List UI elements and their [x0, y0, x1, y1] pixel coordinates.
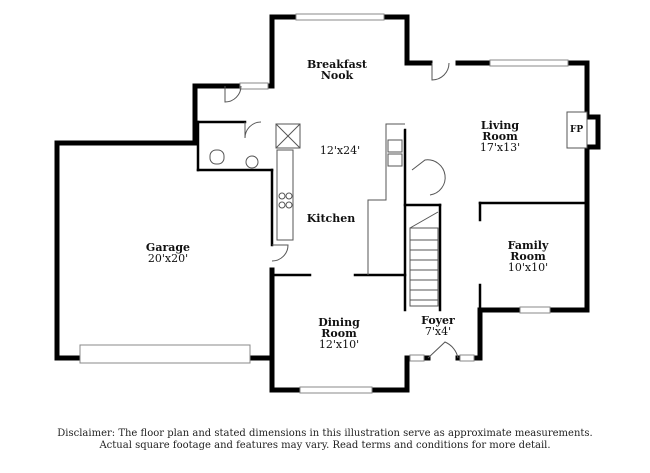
foyer-name: Foyer — [421, 314, 455, 327]
kitchen-label: Kitchen — [296, 213, 366, 224]
foyer-dim: 7'x4' — [424, 325, 452, 338]
garage-label: Garage 20'x20' — [133, 242, 203, 264]
garage-dim: 20'x20' — [147, 252, 189, 265]
stairs — [409, 211, 439, 307]
breakfast-nook-name-1: Breakfast — [307, 58, 367, 71]
family-room-name-1: Family — [507, 239, 549, 252]
breakfast-nook-name-2: Nook — [320, 69, 354, 82]
family-room-dim: 10'x10' — [507, 261, 549, 274]
foyer-label: Foyer 7'x4' — [408, 315, 468, 337]
dining-room-dim: 12'x10' — [318, 338, 360, 351]
windows — [79, 13, 569, 394]
family-room-label: Family Room 10'x10' — [493, 240, 563, 273]
garage-name: Garage — [145, 241, 191, 254]
fireplace-label: FP — [570, 125, 584, 135]
living-room-label: Living Room 17'x13' — [465, 120, 535, 153]
door-swings — [224, 62, 459, 359]
breakfast-nook-label: Breakfast Nook — [302, 59, 372, 81]
interior-walls — [193, 120, 589, 312]
dining-room-label: Dining Room 12'x10' — [304, 317, 374, 350]
dining-room-name-1: Dining — [318, 316, 360, 329]
family-room-name-2: Room — [510, 250, 546, 263]
living-room-name-1: Living — [480, 119, 520, 132]
living-room-dim: 17'x13' — [479, 141, 521, 154]
disclaimer: Disclaimer: The floor plan and stated di… — [0, 428, 650, 452]
kitchen-dim: 12'x24' — [319, 144, 361, 157]
disclaimer-line-2: Actual square footage and features may v… — [99, 440, 551, 451]
kitchen-dim-label: 12'x24' — [305, 145, 375, 156]
kitchen-name: Kitchen — [306, 212, 356, 225]
dining-room-name-2: Room — [321, 327, 357, 340]
living-room-name-2: Room — [482, 130, 518, 143]
disclaimer-line-1: Disclaimer: The floor plan and stated di… — [57, 428, 593, 439]
fixtures — [209, 111, 588, 275]
